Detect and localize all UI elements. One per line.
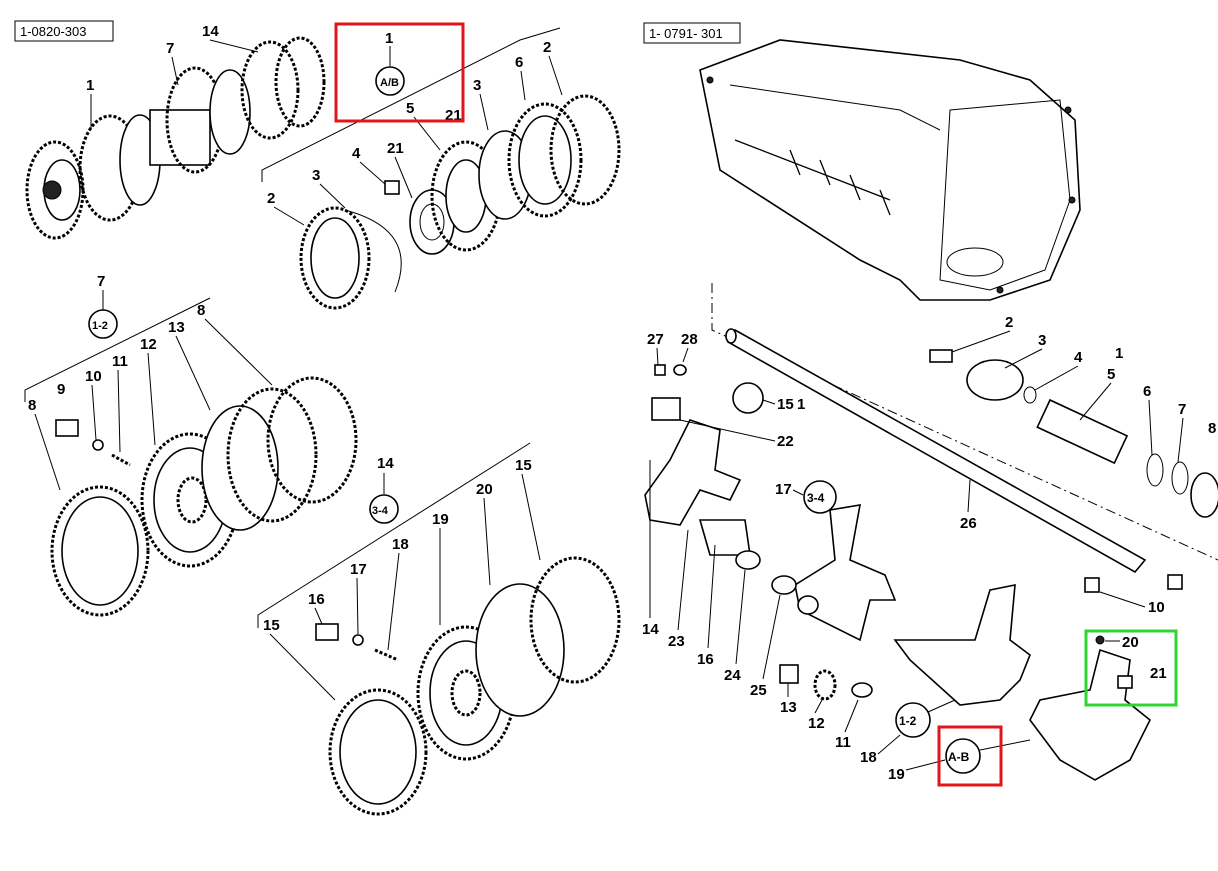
label: 14 [642,621,659,638]
label: 15 [515,457,532,474]
label: 18 [860,749,877,766]
badge-15-1 [732,382,764,414]
label: 2 [267,190,275,207]
label: 10 [1148,599,1165,616]
label: 19 [432,511,449,528]
svg-text:1-2: 1-2 [899,714,917,728]
label: 4 [1074,349,1083,366]
label-17-right: 17 [775,481,792,498]
badge-ab-left [375,66,405,96]
transmission-housing [699,39,1081,301]
label: 26 [960,515,977,532]
label: 15 [263,617,280,634]
label: 20 [476,481,493,498]
highlight-box-left [334,22,465,123]
label: 5 [406,100,414,117]
label: 11 [835,734,851,751]
label: 6 [515,54,523,71]
label: 13 [168,319,185,336]
highlight-box-green [1084,629,1178,707]
label: 5 [1107,366,1115,383]
label: 27 [647,331,664,348]
label: 21 [1150,665,1167,682]
label: 25 [750,682,767,699]
badge-34-right [803,480,837,514]
sync-12-group [50,376,358,617]
label: 24 [724,667,741,684]
label: 12 [140,336,157,353]
label: 15 [777,396,794,413]
svg-text:A-B: A-B [948,750,970,764]
svg-text:A/B: A/B [380,77,399,89]
sync-ab-group [299,94,621,310]
label: 16 [308,591,325,608]
svg-text:3-4: 3-4 [372,505,389,517]
label: 20 [1122,634,1139,651]
label: 21 [387,140,404,157]
badge-ab-right [945,738,981,774]
label: 14 [202,23,219,40]
label: 8 [28,397,36,414]
left-ref-code: 1-0820-303 [20,24,87,39]
label: 1 [797,396,805,413]
badge-12-left [88,309,118,339]
label: 9 [57,381,65,398]
label: 7 [166,40,174,57]
label: 10 [85,368,102,385]
label: 22 [777,433,794,450]
label: 8 [1208,420,1216,437]
label: 1 [385,30,393,47]
label: 17 [350,561,367,578]
label: 2 [543,39,551,56]
shift-rail [725,328,1147,574]
label: 13 [780,699,797,716]
svg-text:1-2: 1-2 [92,320,108,332]
detent-parts [929,349,1218,518]
label: 3 [1038,332,1046,349]
label: 1 [1115,345,1123,362]
label-7-left: 7 [97,273,105,290]
label: 19 [888,766,905,783]
label: 4 [352,145,361,162]
left-diagram: 1-0820-303 [14,20,621,816]
label: 3 [312,167,320,184]
right-diagram: 1- 0791- 301 [642,22,1218,787]
badge-12-right [895,702,931,738]
label-14b-left: 14 [377,455,394,472]
label: 3 [473,77,481,94]
sync-34-group [315,556,621,816]
label: 18 [392,536,409,553]
label: 1 [86,77,94,94]
label: 8 [197,302,205,319]
badge-34-left [369,494,399,524]
left-ref-box [14,20,114,42]
label: 12 [808,715,825,732]
right-ref-code: 1- 0791- 301 [649,26,723,41]
label: 6 [1143,383,1151,400]
label: 16 [697,651,714,668]
label: 11 [112,353,128,370]
label: 23 [668,633,685,650]
countershaft-cluster [25,36,326,240]
highlight-box-right [937,725,1003,787]
label: 28 [681,331,698,348]
label: 2 [1005,314,1013,331]
label: 7 [1178,401,1186,418]
svg-text:3-4: 3-4 [807,491,825,505]
right-ref-box [643,22,741,44]
